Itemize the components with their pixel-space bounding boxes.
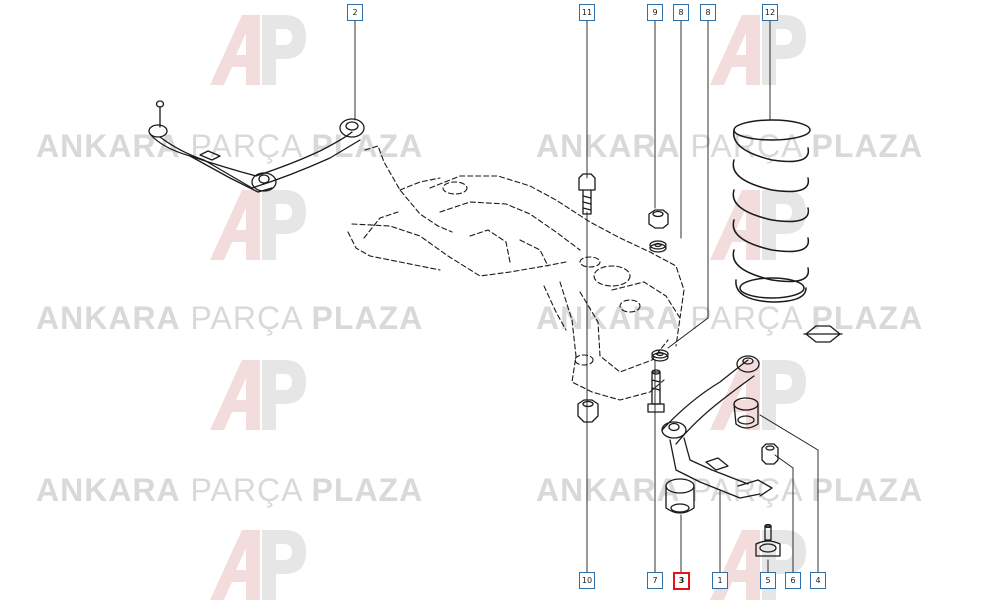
watermark-text: ANKARA PARÇA PLAZA [536, 128, 924, 164]
ap-logo-watermark [210, 360, 306, 430]
callout-3[interactable]: 3 [673, 572, 690, 590]
control-arm-2 [148, 100, 365, 193]
leader-lines [354, 18, 819, 573]
callout-2[interactable]: 2 [347, 4, 363, 21]
nut-9 [648, 209, 669, 229]
nut-6 [761, 443, 779, 465]
callout-4[interactable]: 4 [810, 572, 826, 589]
bolt-7 [647, 369, 665, 413]
bolt-11 [578, 173, 596, 215]
callout-1[interactable]: 1 [712, 572, 728, 589]
callout-10[interactable]: 10 [579, 572, 595, 589]
callout-9[interactable]: 9 [647, 4, 663, 21]
ap-logo-watermark [710, 360, 806, 430]
callout-8[interactable]: 8 [700, 4, 716, 21]
callout-5[interactable]: 5 [760, 572, 776, 589]
subframe [347, 145, 685, 401]
ap-logo-watermark [710, 15, 806, 85]
watermark-text: ANKARA PARÇA PLAZA [536, 300, 924, 336]
callout-6[interactable]: 6 [785, 572, 801, 589]
callout-11[interactable]: 11 [579, 4, 595, 21]
bushing-3 [665, 478, 695, 514]
nut-10 [577, 399, 599, 423]
ap-logo-watermark [210, 190, 306, 260]
spring-seat [803, 325, 843, 343]
washer-8-lower [651, 349, 669, 362]
ball-joint-5 [755, 523, 781, 557]
ap-logo-watermark [210, 530, 306, 600]
callout-7[interactable]: 7 [647, 572, 663, 589]
watermark-text: ANKARA PARÇA PLAZA [36, 300, 424, 336]
control-arm-1 [661, 355, 773, 499]
watermark-text: ANKARA PARÇA PLAZA [36, 128, 424, 164]
ap-logo-watermark [210, 15, 306, 85]
bushing-4 [733, 397, 759, 429]
washer-8-upper [649, 240, 667, 253]
watermark-text: ANKARA PARÇA PLAZA [536, 472, 924, 508]
watermark-text: ANKARA PARÇA PLAZA [36, 472, 424, 508]
callout-12[interactable]: 12 [762, 4, 778, 21]
callout-8[interactable]: 8 [673, 4, 689, 21]
coil-spring-12 [732, 119, 811, 303]
